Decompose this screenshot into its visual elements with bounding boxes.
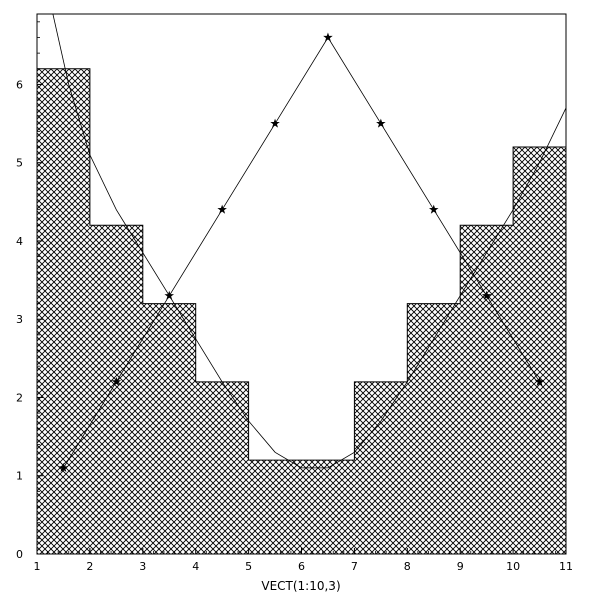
- x-tick-label: 9: [457, 560, 464, 573]
- curve-line: [52, 14, 566, 469]
- star-marker-6: [323, 32, 333, 42]
- y-tick-label: 3: [16, 313, 23, 326]
- histogram-bar-10: [513, 147, 566, 555]
- x-tick-label: 4: [192, 560, 199, 573]
- x-tick-label: 6: [298, 560, 305, 573]
- y-tick-label: 1: [16, 470, 23, 483]
- x-tick-label: 7: [351, 560, 358, 573]
- histogram-bar-7: [354, 381, 408, 554]
- y-axis: 0 1 2 3 4 5 6: [16, 21, 43, 561]
- x-tick-label: 3: [139, 560, 146, 573]
- star-marker-2: [111, 376, 122, 386]
- star-series: [58, 32, 545, 472]
- histogram-bar-6: [301, 460, 355, 554]
- x-axis: 1 2 3 4 5 6 7 8 9 10 11: [34, 548, 573, 573]
- histogram-bar-9: [460, 225, 514, 554]
- x-tick-label: 5: [245, 560, 252, 573]
- y-tick-label: 0: [16, 548, 23, 561]
- x-tick-label: 10: [506, 560, 520, 573]
- star-marker-3: [164, 290, 175, 300]
- histogram-bar-2: [89, 225, 143, 554]
- x-tick-label: 1: [34, 560, 41, 573]
- curve-series: [52, 14, 566, 469]
- x-axis-title: VECT(1:10,3): [261, 579, 340, 593]
- star-marker-8: [428, 204, 439, 214]
- star-marker-9: [481, 290, 492, 300]
- x-tick-label: 11: [559, 560, 573, 573]
- x-tick-label: 2: [86, 560, 93, 573]
- histogram-bar-3: [142, 303, 196, 554]
- histogram-bar-5: [248, 460, 302, 554]
- x-tick-label: 8: [404, 560, 411, 573]
- star-marker-4: [217, 204, 227, 214]
- star-marker-1: [58, 462, 69, 472]
- histogram-outline: [36, 68, 567, 554]
- y-tick-label: 6: [16, 78, 23, 91]
- star-marker-7: [376, 118, 386, 128]
- y-tick-label: 5: [16, 157, 23, 170]
- histogram-bars: [36, 68, 567, 555]
- star-marker-10: [534, 376, 545, 386]
- y-tick-label: 4: [16, 235, 23, 248]
- star-marker-5: [270, 118, 280, 128]
- histogram-bar-8: [407, 303, 461, 554]
- y-tick-label: 2: [16, 391, 23, 404]
- histogram-bar-1: [37, 68, 90, 555]
- star-series-line: [63, 36, 540, 469]
- histogram-bar-4: [195, 381, 249, 554]
